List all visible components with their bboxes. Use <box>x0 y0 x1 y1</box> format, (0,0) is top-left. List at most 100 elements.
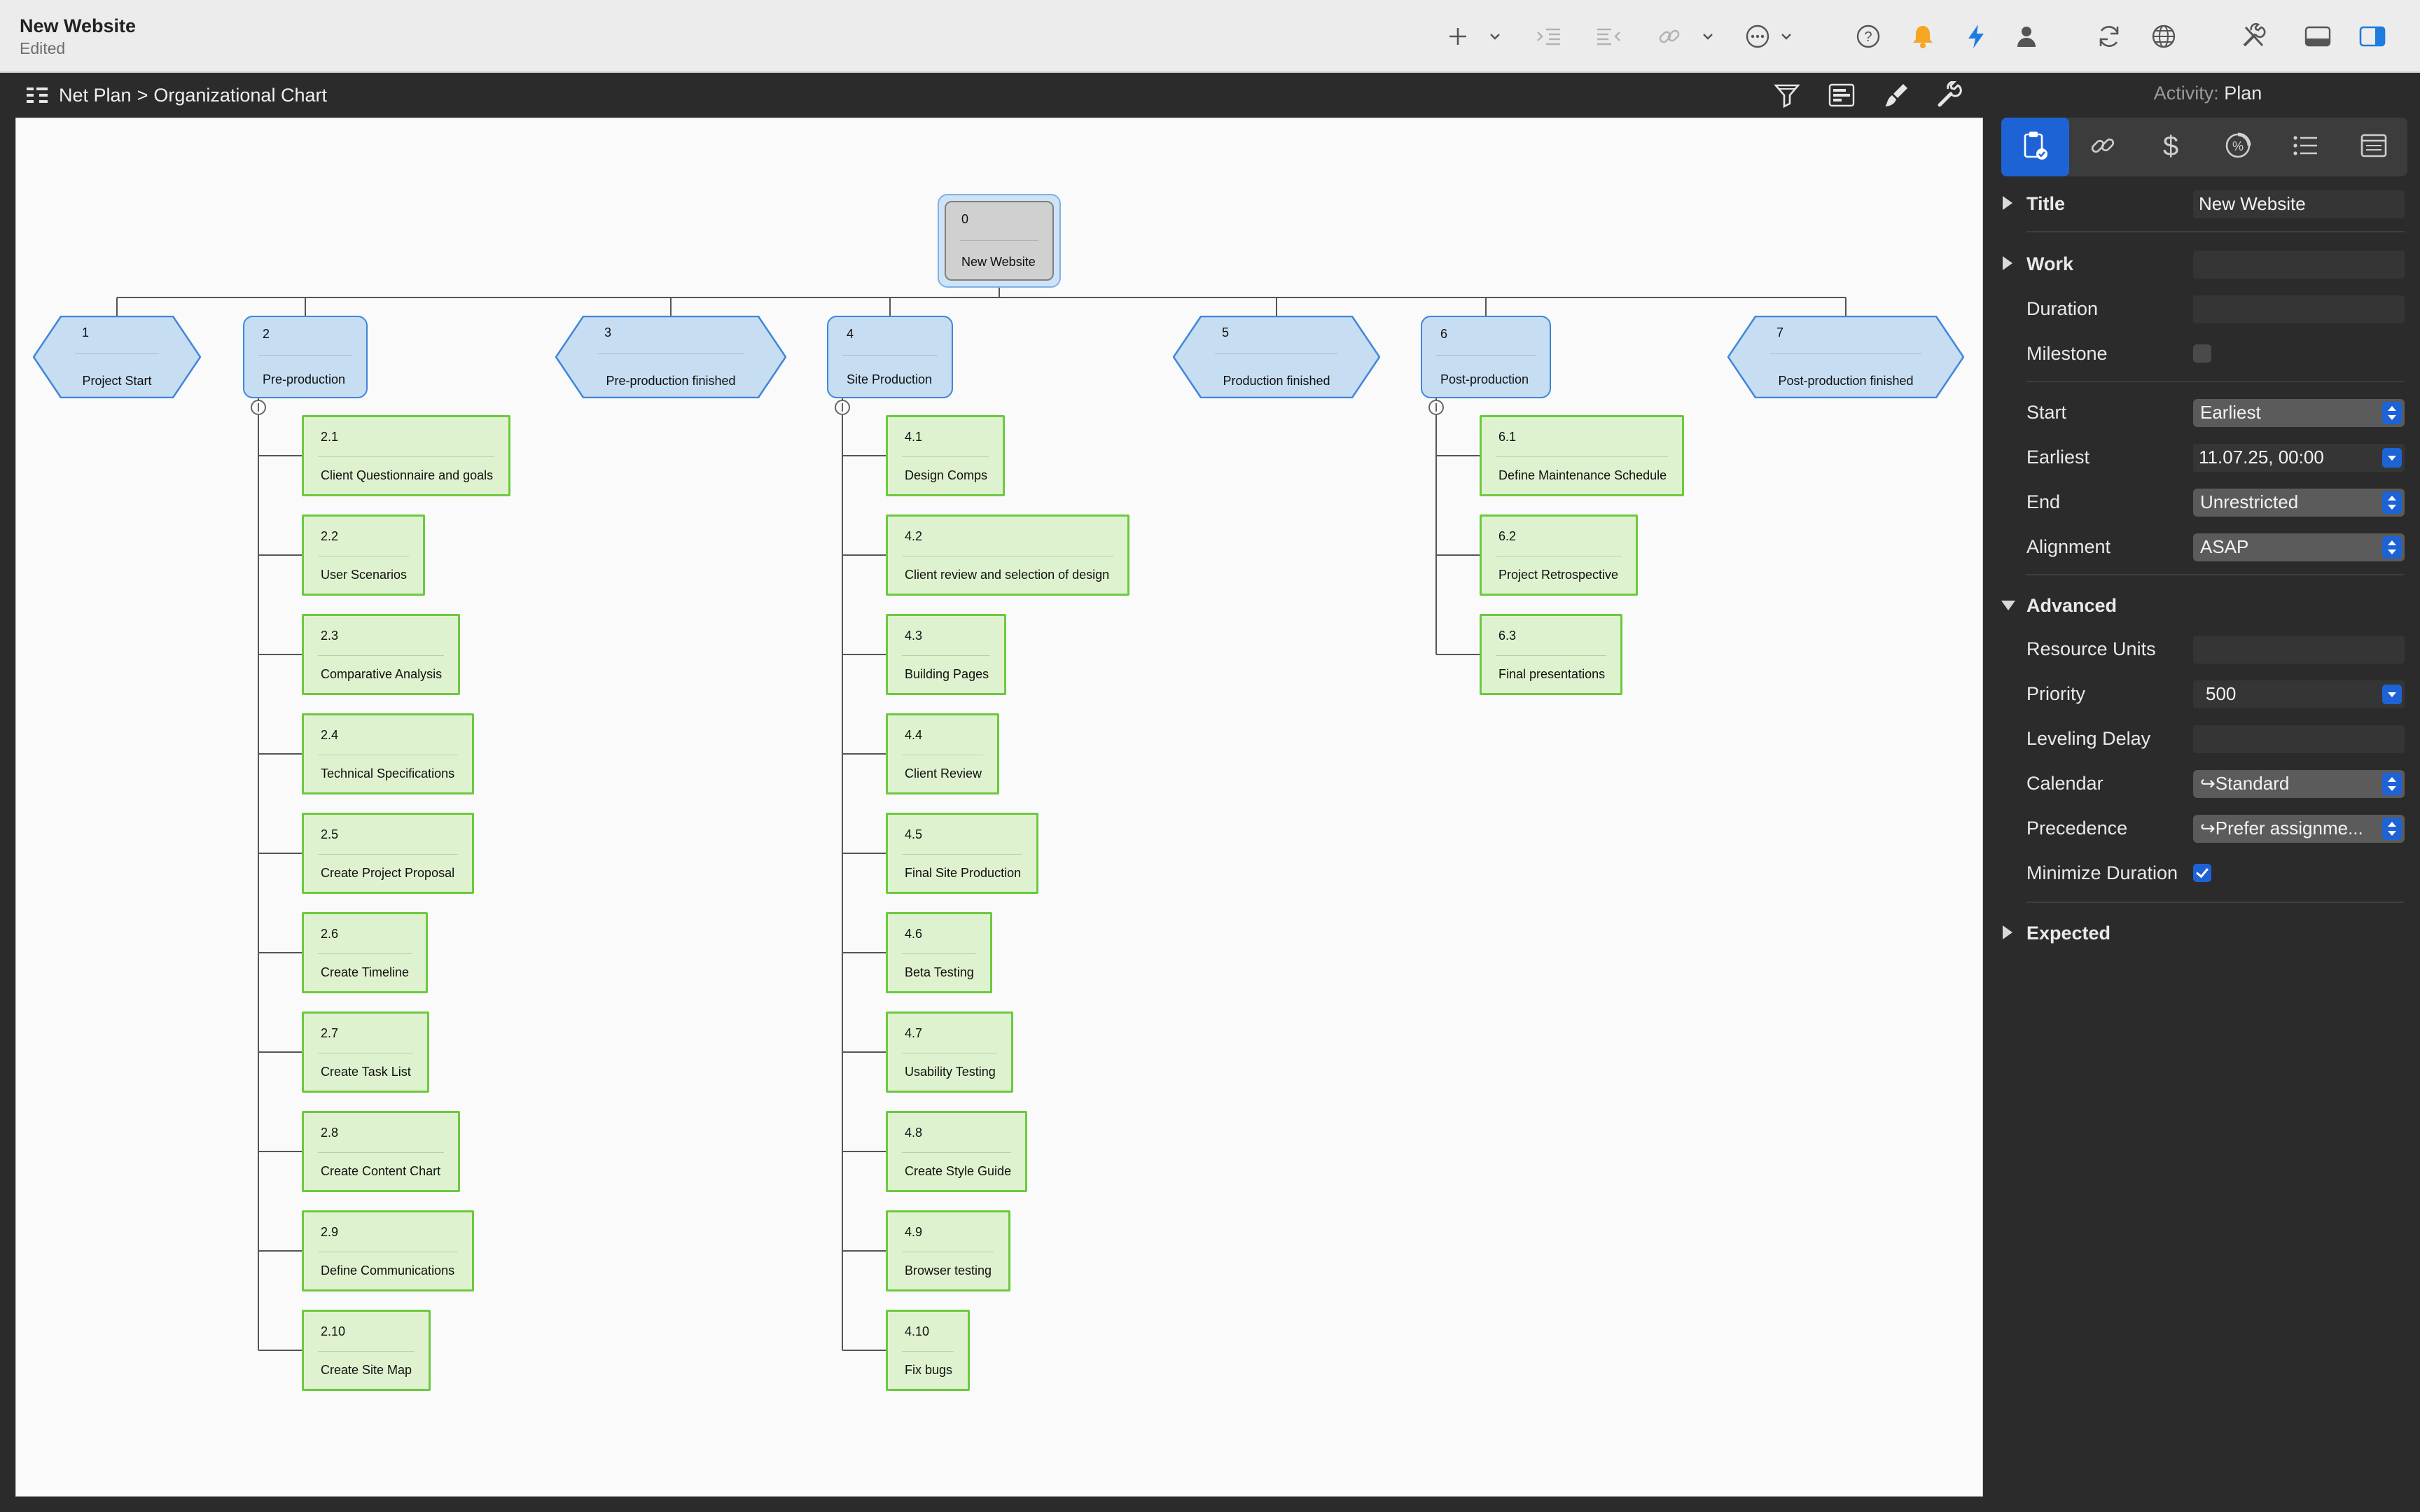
minimize-duration-checkbox[interactable] <box>2193 864 2211 882</box>
hexagon-shape <box>555 316 786 398</box>
chevron-down-icon[interactable] <box>1776 21 1797 52</box>
alignment-select[interactable]: ASAP <box>2193 533 2405 561</box>
disclosure-triangle-icon[interactable] <box>2001 601 2015 610</box>
tools-icon[interactable] <box>2238 21 2269 52</box>
inspector-heading-prefix: Activity: <box>2153 83 2219 104</box>
expected-label: Expected <box>2026 923 2111 944</box>
globe-icon[interactable] <box>2148 21 2179 52</box>
chevron-down-icon[interactable] <box>1484 21 1505 52</box>
node-divider <box>902 1053 997 1054</box>
tab-general[interactable] <box>2001 118 2069 176</box>
precedence-select[interactable]: ↪Prefer assignme... <box>2193 815 2405 843</box>
dropdown-icon[interactable] <box>2382 448 2402 468</box>
tab-progress[interactable]: % <box>2204 118 2272 176</box>
disclosure-triangle-icon[interactable] <box>2003 256 2012 270</box>
filter-icon[interactable] <box>1773 81 1801 109</box>
link-icon[interactable] <box>1654 21 1685 52</box>
chevron-down-icon[interactable] <box>1697 21 1718 52</box>
more-icon[interactable] <box>1742 21 1773 52</box>
help-icon[interactable]: ? <box>1853 21 1884 52</box>
sync-icon[interactable] <box>2094 21 2125 52</box>
dropdown-icon[interactable] <box>2382 685 2402 704</box>
outdent-icon[interactable] <box>1593 21 1624 52</box>
plus-icon[interactable] <box>1442 21 1473 52</box>
wrench-icon[interactable] <box>1935 80 1963 109</box>
priority-field[interactable]: 500 <box>2193 680 2405 708</box>
bell-icon[interactable] <box>1907 21 1938 52</box>
tab-list[interactable] <box>2272 118 2340 176</box>
leveling-delay-field[interactable] <box>2193 725 2405 753</box>
gantt-icon[interactable] <box>1828 81 1856 109</box>
collapse-toggle-icon[interactable] <box>835 400 850 415</box>
view-switcher-icon[interactable] <box>25 85 49 105</box>
earliest-date-field[interactable]: 11.07.25, 00:00 <box>2193 444 2405 472</box>
advanced-section: Advanced <box>1996 587 2420 624</box>
breadcrumb-current[interactable]: Organizational Chart <box>153 84 327 106</box>
clipboard-check-icon <box>2021 130 2049 164</box>
tab-links[interactable] <box>2069 118 2137 176</box>
duration-field[interactable] <box>2193 295 2405 323</box>
right-panel-icon[interactable] <box>2357 21 2388 52</box>
start-value: Earliest <box>2200 402 2261 423</box>
node-label: Site Production <box>847 372 933 386</box>
collapse-toggle-icon[interactable] <box>251 400 266 415</box>
breadcrumb-view[interactable]: Net Plan <box>59 84 132 106</box>
milestone-checkbox[interactable] <box>2193 344 2211 363</box>
document-title: New Website <box>20 15 137 36</box>
node-label: Comparative Analysis <box>321 667 443 681</box>
tab-notes[interactable] <box>2339 118 2407 176</box>
bottom-panel-icon[interactable] <box>2302 21 2333 52</box>
disclosure-triangle-icon[interactable] <box>2003 196 2012 210</box>
resource-units-field[interactable] <box>2193 636 2405 664</box>
bolt-icon[interactable] <box>1961 21 1991 52</box>
brush-icon[interactable] <box>1882 81 1910 109</box>
person-icon[interactable] <box>2011 21 2042 52</box>
end-select[interactable]: Unrestricted <box>2193 489 2405 517</box>
calendar-select[interactable]: ↪Standard <box>2193 770 2405 798</box>
work-field[interactable] <box>2193 251 2405 279</box>
disclosure-triangle-icon[interactable] <box>2003 925 2012 939</box>
title-field[interactable]: New Website <box>2193 190 2405 218</box>
end-value: Unrestricted <box>2200 491 2299 512</box>
start-select[interactable]: Earliest <box>2193 399 2405 427</box>
node-number: 5 <box>1222 326 1230 340</box>
node-divider <box>318 1152 444 1153</box>
resource-units-row: Resource Units <box>1996 630 2420 668</box>
collapse-toggle-icon[interactable] <box>1428 400 1444 415</box>
tab-cost[interactable]: $ <box>2136 118 2204 176</box>
node-label: Post-production <box>1440 372 1529 386</box>
indent-icon[interactable] <box>1534 21 1564 52</box>
